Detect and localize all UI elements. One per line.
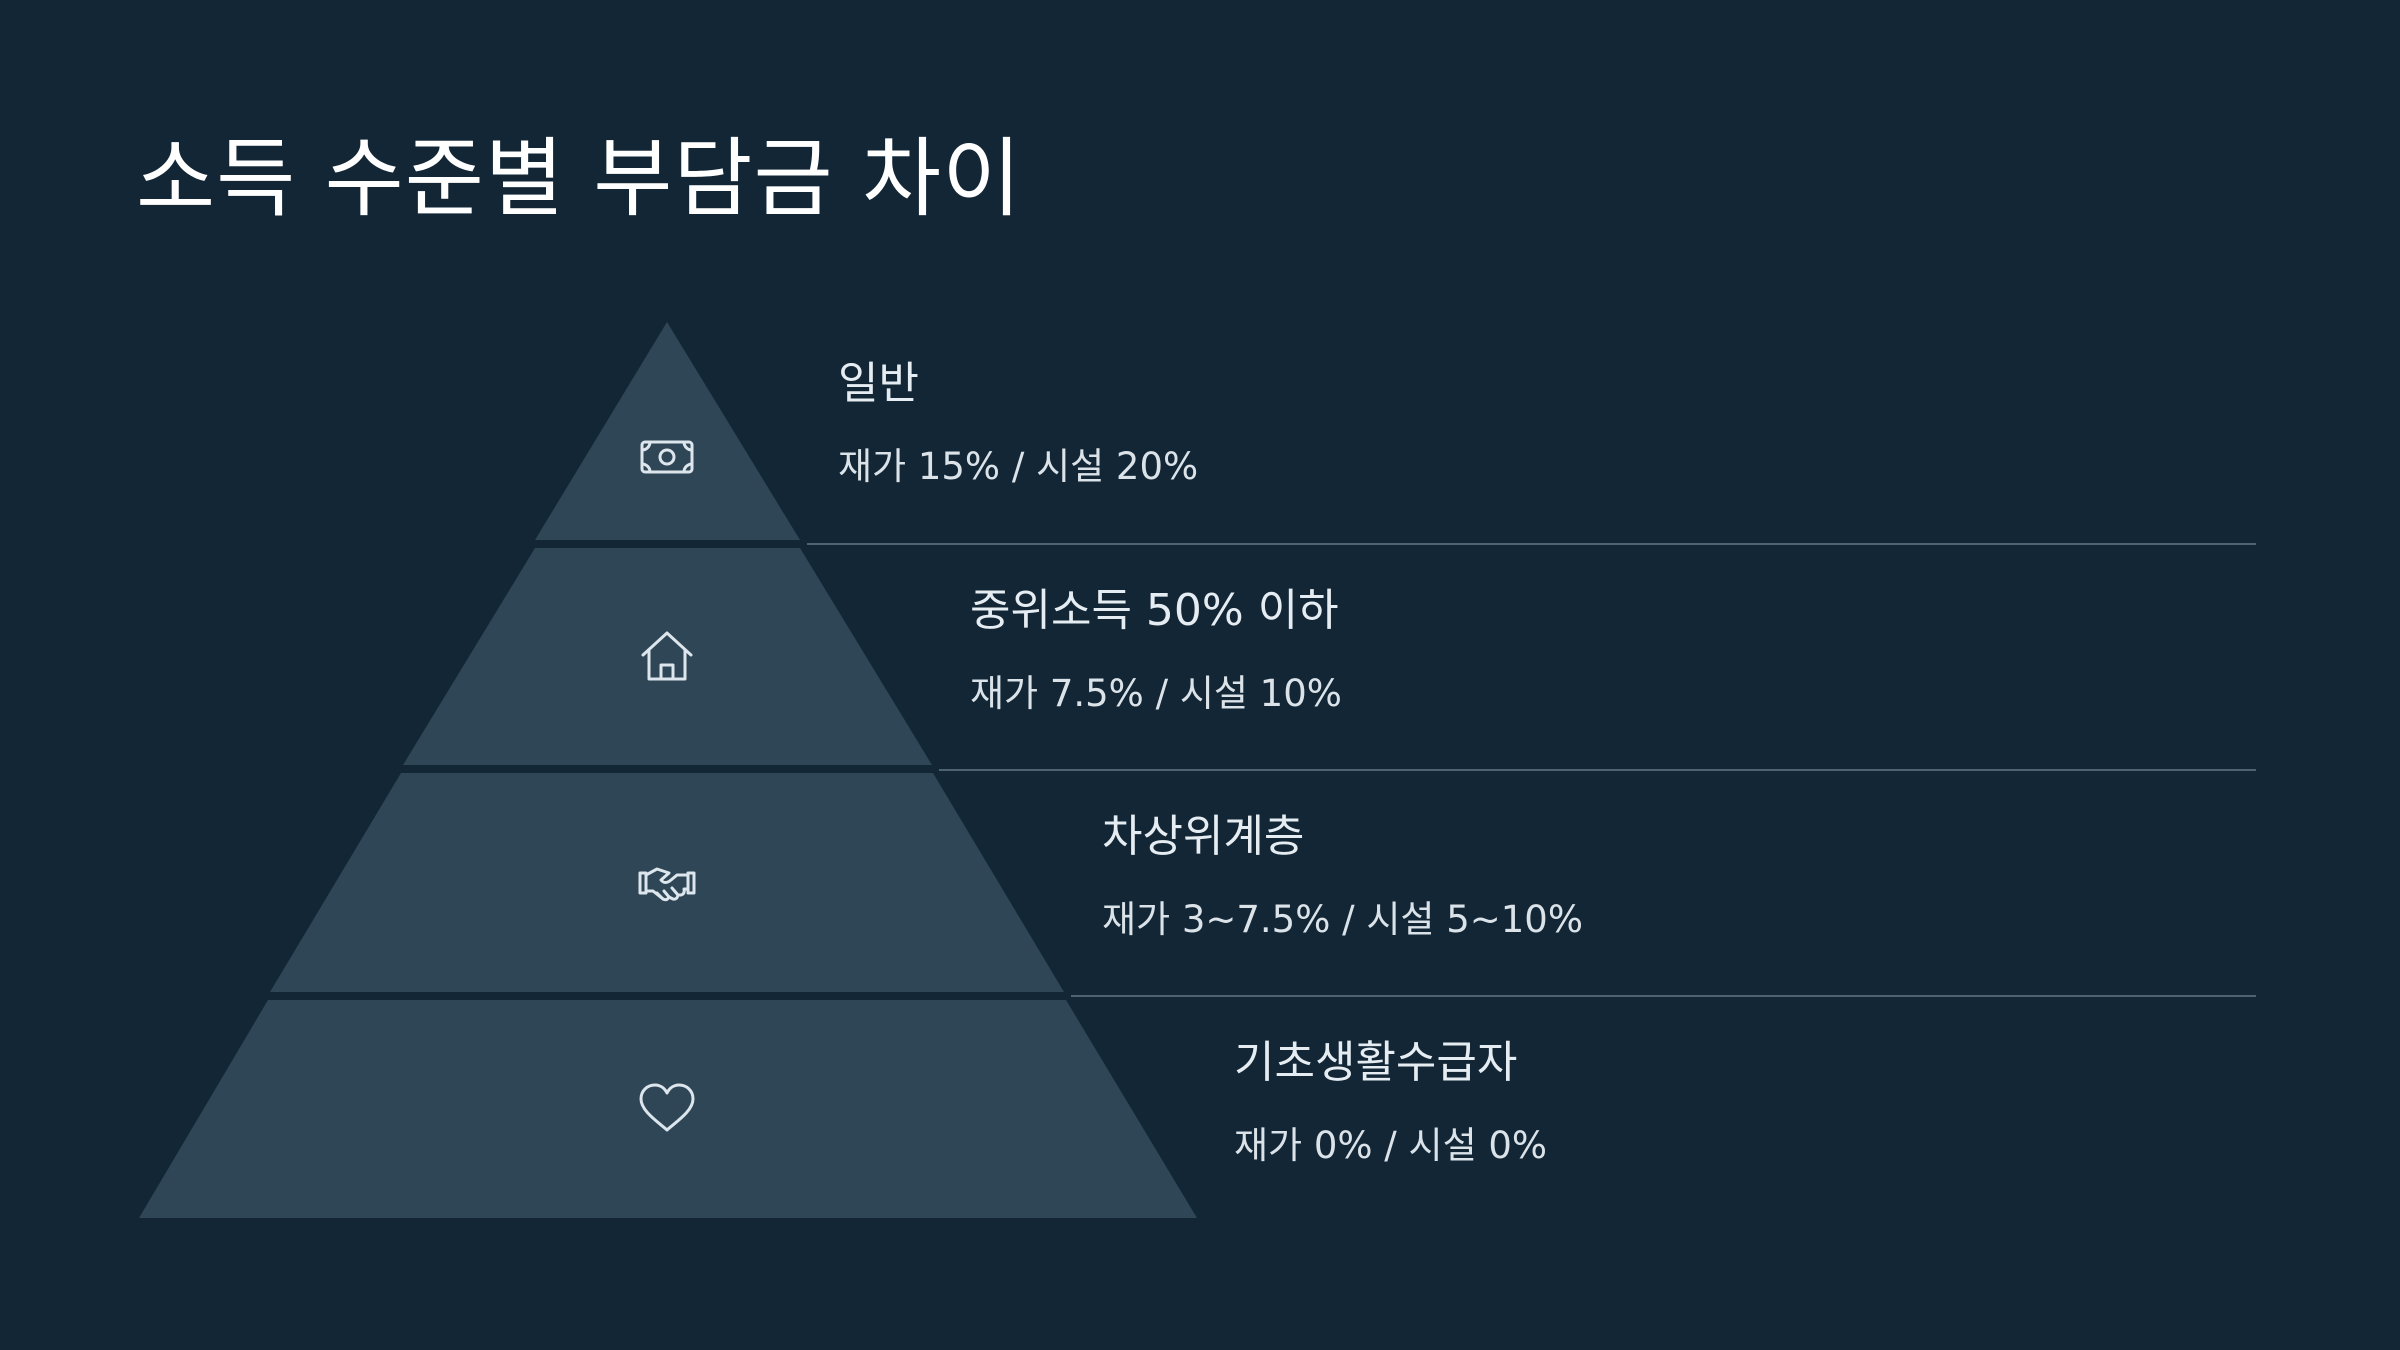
tier-4-label: 기초생활수급자 (1234, 1037, 1518, 1088)
tier-2-detail: 재가 7.5% / 시설 10% (970, 671, 1342, 715)
tier-2-text: 중위소득 50% 이하 재가 7.5% / 시설 10% (970, 585, 1342, 716)
handshake-icon (638, 867, 696, 902)
tier-3-detail: 재가 3~7.5% / 시설 5~10% (1102, 897, 1583, 941)
pyramid-tier-2 (403, 548, 932, 765)
pyramid-tier-4 (139, 1000, 1197, 1218)
tier-3-text: 차상위계층 재가 3~7.5% / 시설 5~10% (1102, 811, 1583, 942)
tier-1-detail: 재가 15% / 시설 20% (838, 444, 1199, 488)
page-title: 소득 수준별 부담금 차이 (136, 129, 1023, 229)
tier-4-text: 기초생활수급자 재가 0% / 시설 0% (1234, 1037, 1547, 1168)
tier-1-label: 일반 (838, 358, 919, 409)
heart-icon (639, 1083, 695, 1132)
money-bill-icon (640, 440, 694, 474)
tier-2-label: 중위소득 50% 이하 (970, 585, 1339, 636)
pyramid-tier-1 (535, 322, 800, 540)
tier-1-text: 일반 재가 15% / 시설 20% (838, 358, 1198, 489)
house-icon (641, 631, 693, 681)
tier-3-label: 차상위계층 (1102, 811, 1305, 862)
tier-4-detail: 재가 0% / 시설 0% (1234, 1123, 1548, 1167)
